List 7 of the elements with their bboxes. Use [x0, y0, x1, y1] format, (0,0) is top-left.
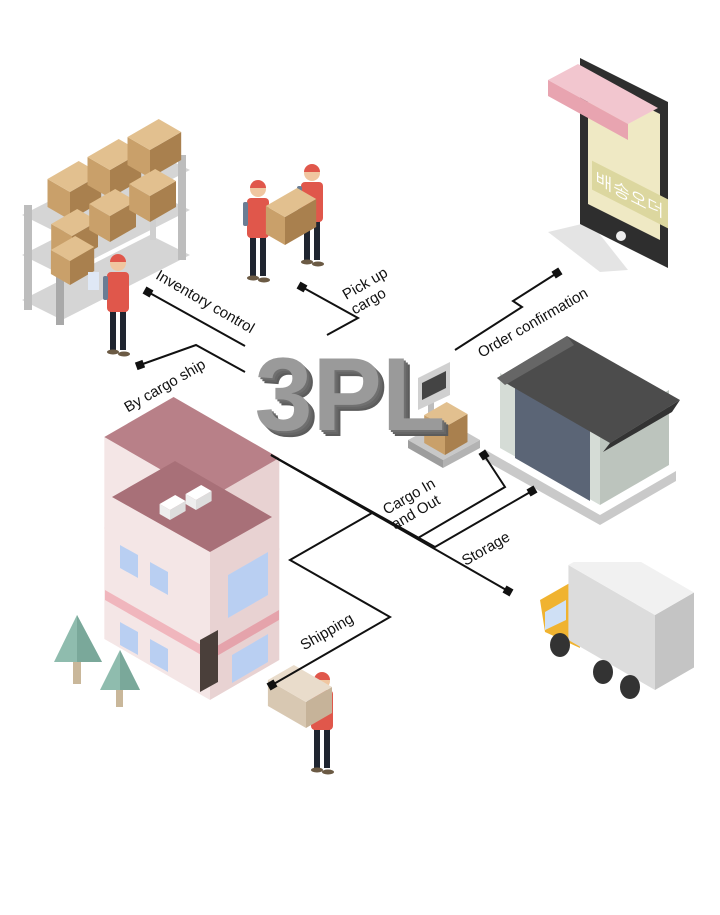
connector-line — [134, 344, 246, 373]
connector-line — [454, 267, 563, 351]
edge-label: By cargo ship — [121, 356, 209, 416]
connector-line — [296, 282, 360, 336]
connector-line — [266, 454, 392, 690]
edge-label: Pick up cargo — [340, 263, 392, 318]
connector-line — [142, 286, 246, 347]
